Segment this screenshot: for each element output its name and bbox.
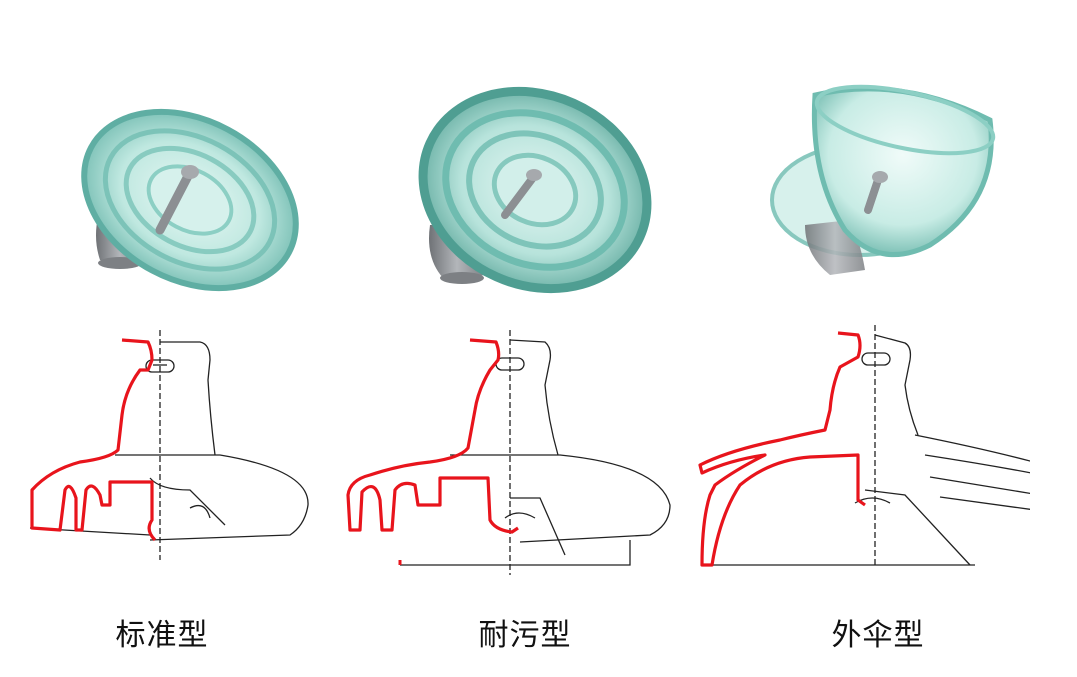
open-type-caption: 外伞型 — [831, 618, 925, 653]
anti-fog-insulator-photo — [418, 86, 652, 294]
open-type-profile-drawing — [698, 325, 1030, 567]
anti-fog-type-caption: 耐污型 — [478, 618, 572, 653]
standard-profile-drawing — [29, 330, 309, 560]
open-type-insulator-photo — [770, 84, 996, 275]
standard-insulator-photo — [81, 108, 299, 292]
standard-type-caption: 标准型 — [115, 618, 209, 653]
anti-fog-profile-drawing — [346, 330, 671, 575]
